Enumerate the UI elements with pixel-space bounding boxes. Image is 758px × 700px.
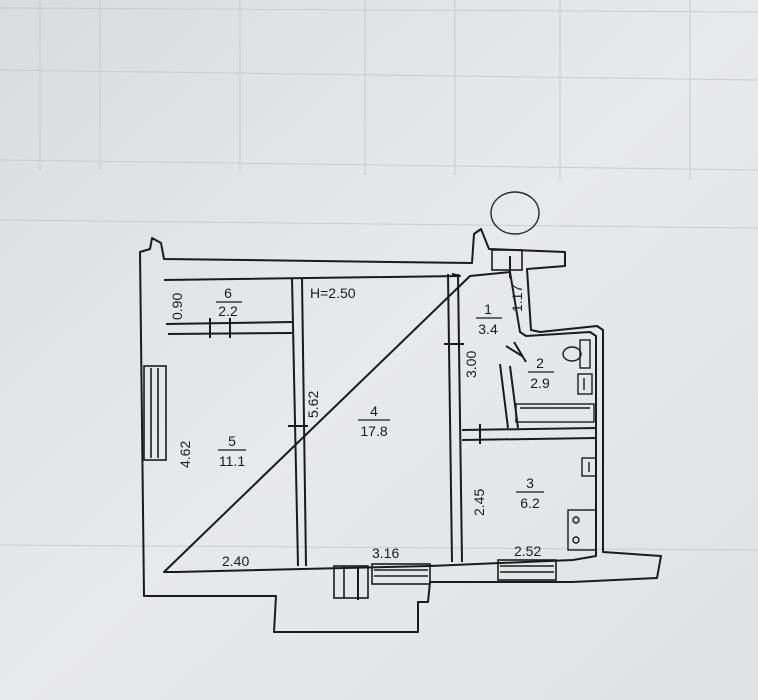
sink-bath: [577, 373, 593, 395]
outer-wall: [139, 228, 662, 633]
dim-0-90: 0.90: [169, 293, 185, 320]
room-5-number: 5: [228, 433, 236, 449]
background-table-grid: [0, 0, 758, 551]
room-4-number: 4: [370, 403, 378, 419]
dim-1-17: 1.17: [509, 285, 525, 312]
dim-2-40: 2.40: [222, 553, 249, 569]
room-6-number: 6: [224, 285, 232, 301]
wall-1-3-inner: [461, 437, 597, 441]
room-4-area: 17.8: [360, 423, 387, 439]
room-3-number: 3: [526, 475, 534, 491]
wall-4-1-inner: [457, 273, 463, 563]
room-3-area: 6.2: [520, 495, 540, 511]
wall-5-4: [291, 277, 299, 567]
room-1-area: 3.4: [478, 321, 498, 337]
ceiling-height-label: H=2.50: [310, 285, 356, 301]
wall-4-1: [447, 273, 453, 563]
circle-mark: [490, 191, 540, 235]
dim-4-62: 4.62: [177, 441, 193, 468]
room-2-area: 2.9: [530, 375, 550, 391]
bathtub: [515, 403, 595, 423]
toilet-bowl: [562, 346, 582, 362]
door-marks: [209, 256, 527, 600]
windows: [143, 249, 557, 599]
room-5-area: 11.1: [219, 453, 245, 469]
dim-3-00: 3.00: [463, 351, 479, 378]
dim-2-52: 2.52: [514, 543, 541, 559]
wall-5-4-inner: [301, 277, 307, 567]
room-6-area: 2.2: [218, 303, 238, 319]
stove: [567, 509, 597, 551]
inner-wall: [163, 271, 597, 573]
kitchen-sink: [581, 457, 597, 477]
fixtures: [515, 339, 597, 551]
dim-2-45: 2.45: [471, 489, 487, 516]
wall-1-3: [461, 427, 597, 431]
toilet-tank: [579, 339, 591, 369]
room-1-number: 1: [484, 301, 492, 317]
dim-3-16: 3.16: [372, 545, 399, 561]
dim-5-62: 5.62: [305, 391, 321, 418]
room-2-number: 2: [536, 355, 544, 371]
